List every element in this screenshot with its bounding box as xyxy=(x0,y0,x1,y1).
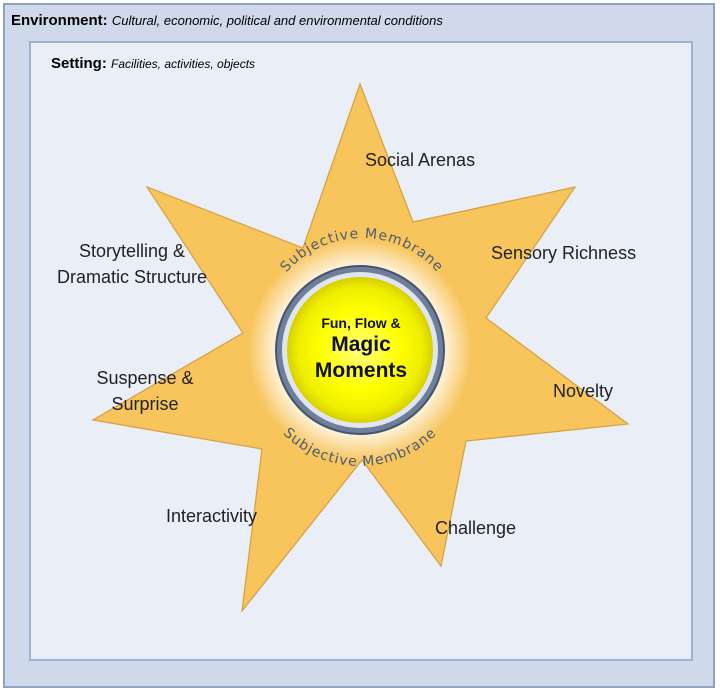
label-novelty: Novelty xyxy=(553,381,614,401)
label-social-arenas: Social Arenas xyxy=(365,150,476,170)
center-label: Fun, Flow & Magic Moments xyxy=(296,314,426,384)
label-storytelling-line2: Dramatic Structure xyxy=(56,267,208,287)
label-interactivity: Interactivity xyxy=(166,506,258,526)
environment-title: Environment: Cultural, economic, politic… xyxy=(11,12,443,29)
label-sensory-richness: Sensory Richness xyxy=(491,243,637,263)
label-storytelling-line1: Storytelling & xyxy=(78,241,186,261)
setting-title: Setting: Facilities, activities, objects xyxy=(51,55,255,72)
setting-label: Setting: xyxy=(51,55,107,72)
label-suspense-line2: Surprise xyxy=(111,394,179,414)
environment-subtitle: Cultural, economic, political and enviro… xyxy=(111,13,443,28)
center-line1: Fun, Flow & xyxy=(321,315,401,331)
center-line2: Magic xyxy=(331,333,391,356)
label-suspense-line1: Suspense & xyxy=(96,368,194,388)
setting-subtitle: Facilities, activities, objects xyxy=(111,57,256,71)
magic-core xyxy=(287,277,433,423)
environment-label: Environment: xyxy=(11,12,108,29)
label-challenge: Challenge xyxy=(435,518,517,538)
label-suspense: Suspense & Surprise xyxy=(74,365,216,417)
center-line3: Moments xyxy=(314,359,408,382)
label-storytelling: Storytelling & Dramatic Structure xyxy=(40,238,224,290)
